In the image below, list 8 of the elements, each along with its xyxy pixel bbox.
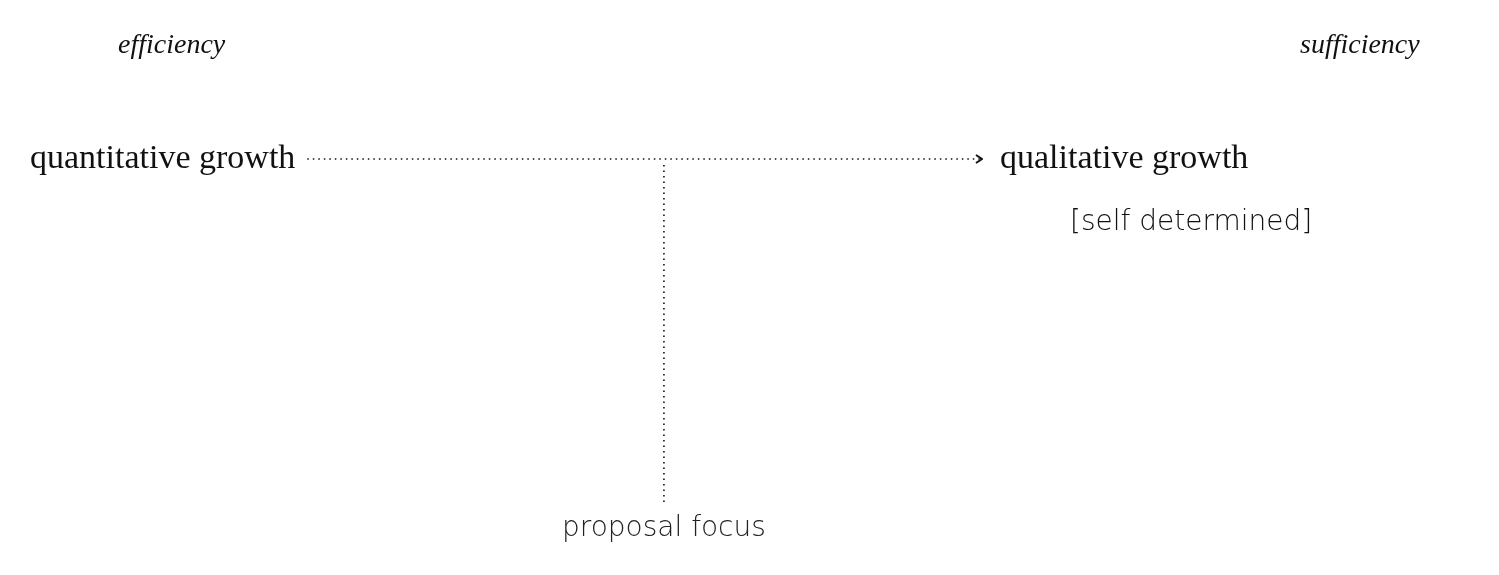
leader-line bbox=[663, 162, 665, 503]
node-text: qualitative growth bbox=[1000, 138, 1249, 176]
annotation-text: sufficiency bbox=[1300, 28, 1420, 60]
arrow bbox=[306, 154, 983, 164]
node-text: quantitative growth bbox=[30, 138, 296, 176]
node-text: proposal focus bbox=[562, 510, 766, 543]
annotation-text: [self determined] bbox=[1070, 204, 1313, 237]
annotation-text: efficiency bbox=[118, 28, 226, 60]
